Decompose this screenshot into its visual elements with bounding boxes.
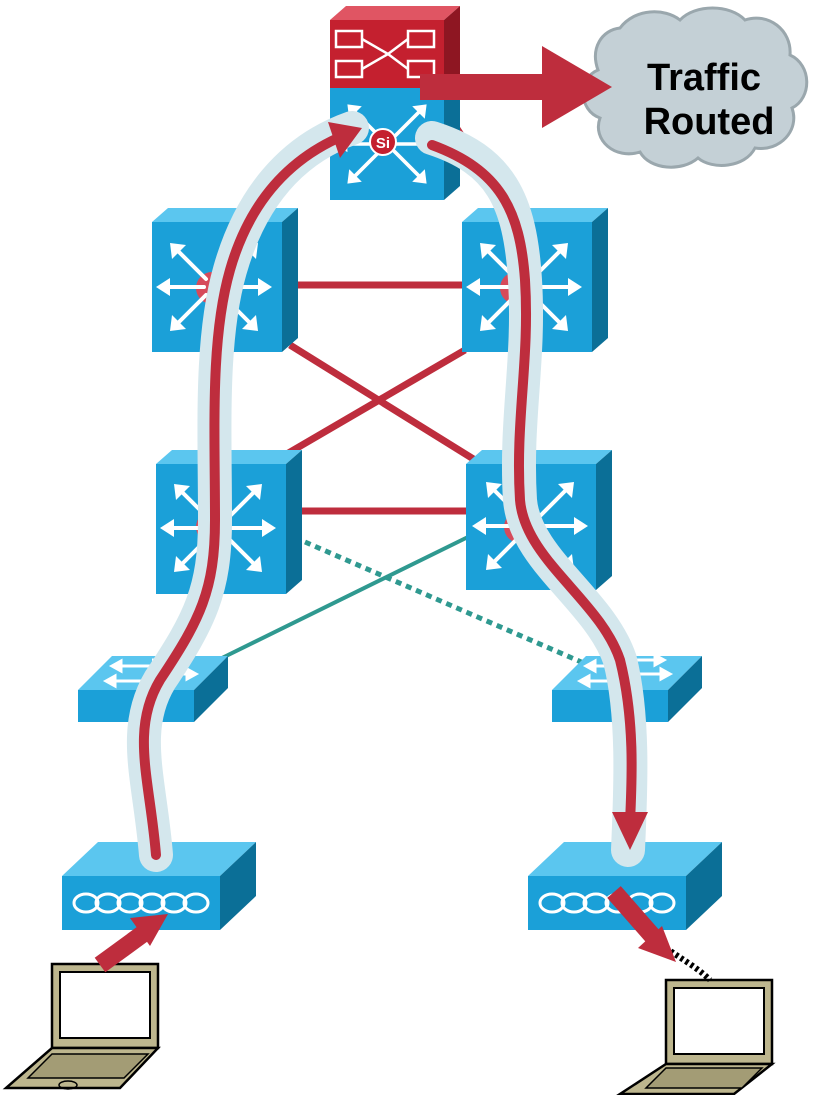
- link-distR-accL: [283, 346, 467, 459]
- flow-arrow-icon: [612, 812, 648, 850]
- arrow-laptop-to-ap: [94, 914, 168, 973]
- si-badge-label: Si: [376, 135, 390, 152]
- flow-arrow-icon: [328, 122, 362, 158]
- laptop-right: [616, 928, 776, 1095]
- traffic-path: [126, 111, 648, 872]
- laptop-icon: [2, 962, 161, 1090]
- link-distL-accR: [288, 342, 477, 463]
- link-teal-solid: [221, 534, 471, 660]
- link-teal-dashed: [304, 539, 596, 671]
- laptop-left: [2, 962, 161, 1090]
- cloud-icon: Traffic Routed: [581, 6, 809, 169]
- arrow-to-cloud: [420, 46, 612, 128]
- flow-arrow-icon: [638, 926, 676, 962]
- cloud-label-line2: Routed: [644, 101, 775, 143]
- cloud-label-line1: Traffic: [647, 57, 761, 99]
- si-badge-icon: [369, 128, 397, 156]
- laptop-icon: [616, 978, 776, 1095]
- flow-arrow-icon: [542, 46, 612, 128]
- core-switch: Si: [330, 6, 460, 200]
- arrow-ap-to-laptop: [607, 886, 676, 962]
- flow-arrow-icon: [130, 914, 168, 946]
